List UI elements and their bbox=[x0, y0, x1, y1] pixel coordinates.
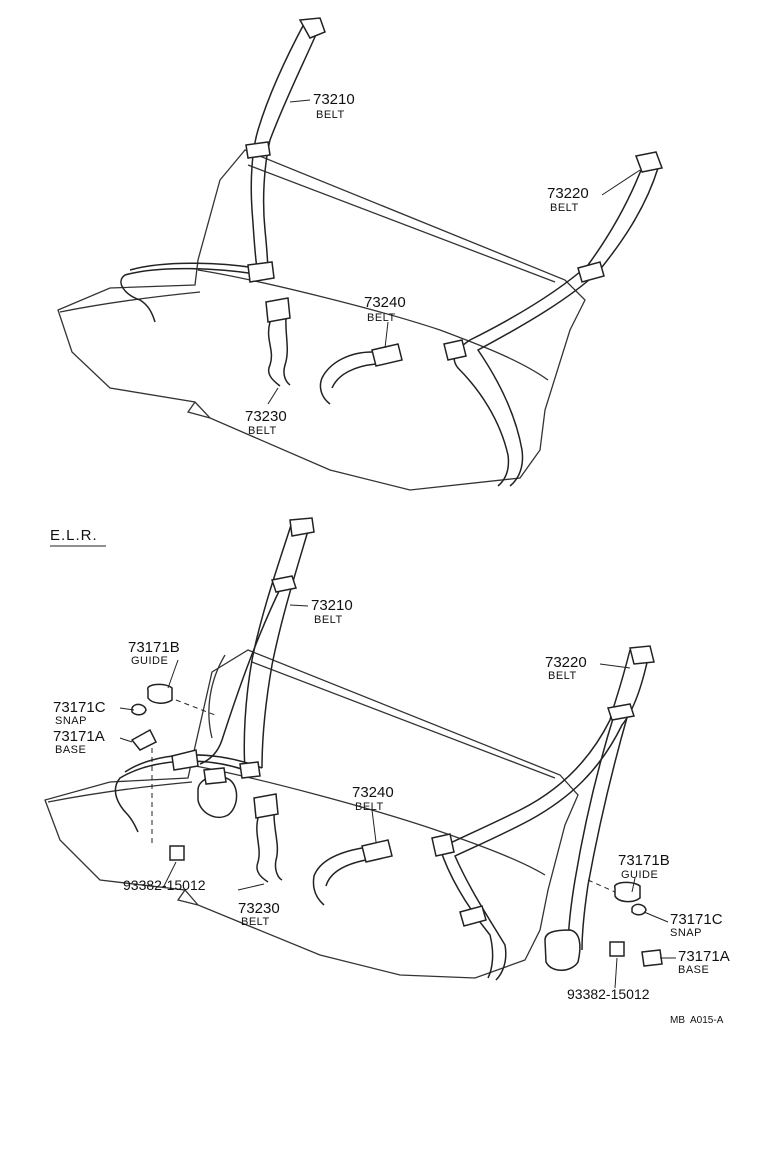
rear-seat-elr bbox=[44, 649, 579, 979]
callout-73230-elr: 73230 BELT bbox=[238, 900, 280, 928]
part-name: GUIDE bbox=[621, 869, 658, 881]
belt-73220-top bbox=[443, 151, 664, 487]
right-hardware bbox=[587, 879, 663, 967]
callout-73240-top: 73240 BELT bbox=[364, 294, 406, 324]
top-illustration bbox=[57, 17, 664, 491]
part-name: BELT bbox=[241, 916, 270, 928]
part-number: 73240 bbox=[352, 784, 394, 801]
left-hardware bbox=[130, 683, 216, 861]
part-number: 73230 bbox=[245, 408, 287, 425]
part-name: BELT bbox=[248, 425, 277, 437]
callout-73210-top: 73210 BELT bbox=[313, 91, 355, 121]
callout-93382-right: 93382-15012 bbox=[567, 986, 650, 1002]
part-number: 73171A bbox=[678, 948, 730, 965]
part-number: 73220 bbox=[545, 654, 587, 671]
part-number: 73171C bbox=[670, 911, 723, 928]
part-number: 73171B bbox=[128, 639, 180, 656]
belt-73230-elr bbox=[253, 793, 283, 883]
belt-73240-elr bbox=[312, 839, 393, 906]
callout-93382-left: 93382-15012 bbox=[123, 877, 206, 893]
callout-73171a-left: 73171A BASE bbox=[53, 728, 105, 756]
callout-leaders bbox=[119, 99, 676, 989]
part-name: GUIDE bbox=[131, 655, 168, 667]
callout-73230-top: 73230 BELT bbox=[245, 408, 287, 437]
belt-73220-elr bbox=[431, 645, 655, 981]
callout-73220-elr: 73220 BELT bbox=[545, 654, 587, 682]
part-number: 73210 bbox=[313, 91, 355, 108]
part-name: BELT bbox=[367, 312, 396, 324]
part-name: BASE bbox=[678, 964, 709, 976]
part-name: BELT bbox=[548, 670, 577, 682]
part-number: 73210 bbox=[311, 597, 353, 614]
part-number: 93382-15012 bbox=[567, 986, 650, 1002]
callout-73240-elr: 73240 BELT bbox=[352, 784, 394, 813]
part-number: 73230 bbox=[238, 900, 280, 917]
callout-73220-top: 73220 BELT bbox=[547, 185, 589, 214]
figure-reference: MB A015-A bbox=[670, 1015, 724, 1026]
section-heading: E.L.R. bbox=[50, 527, 98, 544]
rear-seat-top bbox=[57, 149, 586, 491]
callout-73210-elr: 73210 BELT bbox=[311, 597, 353, 626]
belt-73240-top bbox=[319, 343, 403, 405]
callout-73171b-left: 73171B GUIDE bbox=[128, 639, 180, 667]
callout-73171a-right: 73171A BASE bbox=[678, 948, 730, 976]
part-number: 73171A bbox=[53, 728, 105, 745]
part-name: BELT bbox=[316, 109, 345, 121]
part-number: 73240 bbox=[364, 294, 406, 311]
part-number: 73171C bbox=[53, 699, 106, 716]
belt-73210-top bbox=[120, 17, 326, 323]
part-name: BELT bbox=[355, 801, 384, 813]
callout-73171b-right: 73171B GUIDE bbox=[618, 852, 670, 881]
elr-illustration bbox=[44, 517, 663, 981]
part-name: BELT bbox=[550, 202, 579, 214]
part-name: BASE bbox=[55, 744, 86, 756]
part-number: 73220 bbox=[547, 185, 589, 202]
callout-73171c-right: 73171C SNAP bbox=[670, 911, 723, 939]
belt-73210-elr bbox=[114, 517, 315, 833]
part-number: 93382-15012 bbox=[123, 877, 206, 893]
part-name: BELT bbox=[314, 614, 343, 626]
part-name: SNAP bbox=[55, 715, 87, 727]
part-number: 73171B bbox=[618, 852, 670, 869]
callout-73171c-left: 73171C SNAP bbox=[53, 699, 106, 727]
part-name: SNAP bbox=[670, 927, 702, 939]
belt-73230-top bbox=[265, 297, 291, 387]
